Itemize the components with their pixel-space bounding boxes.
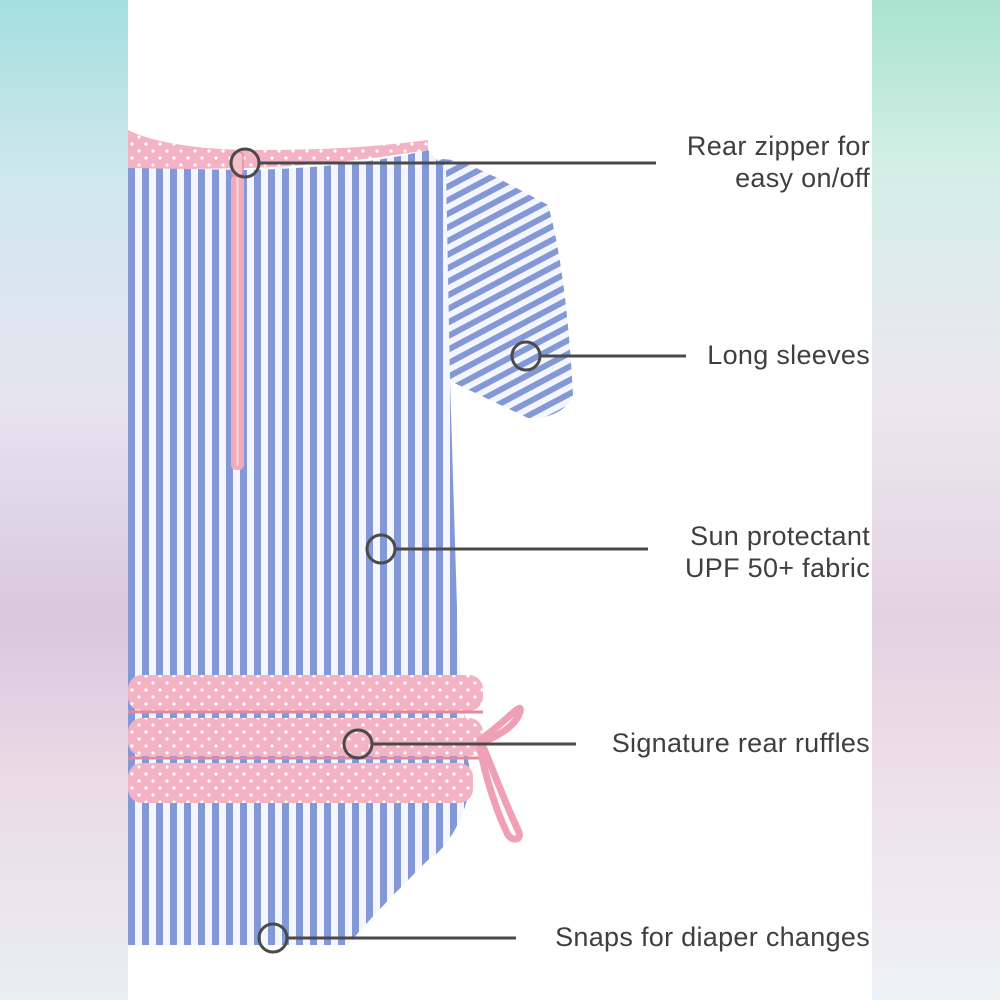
- side-bow: [476, 704, 524, 843]
- callout-long-sleeves-line1: Long sleeves: [707, 340, 870, 370]
- callout-sun-protectant-line2: UPF 50+ fabric: [684, 553, 870, 583]
- callout-sun-protectant-line1: Sun protectant: [690, 521, 870, 551]
- product-panel: Rear zipper for easy on/off Long sleeves…: [128, 0, 872, 1000]
- collar: [128, 130, 428, 170]
- ruffles: [128, 675, 483, 803]
- callout-rear-ruffles-line1: Signature rear ruffles: [611, 728, 870, 758]
- callout-rear-zipper-line1: Rear zipper for: [686, 131, 870, 161]
- callout-snaps: Snaps for diaper changes: [555, 921, 870, 953]
- swimsuit-illustration: [128, 130, 686, 954]
- callout-rear-zipper: Rear zipper for easy on/off: [687, 130, 870, 194]
- callout-snaps-line1: Snaps for diaper changes: [555, 922, 870, 952]
- right-gradient-border: [872, 0, 1000, 1000]
- sleeve: [428, 159, 573, 419]
- left-gradient-border: [0, 0, 128, 1000]
- callout-long-sleeves: Long sleeves: [707, 339, 870, 371]
- callout-rear-zipper-line2: easy on/off: [735, 163, 870, 193]
- callout-rear-ruffles: Signature rear ruffles: [612, 727, 870, 759]
- callout-sun-protectant: Sun protectant UPF 50+ fabric: [685, 520, 870, 584]
